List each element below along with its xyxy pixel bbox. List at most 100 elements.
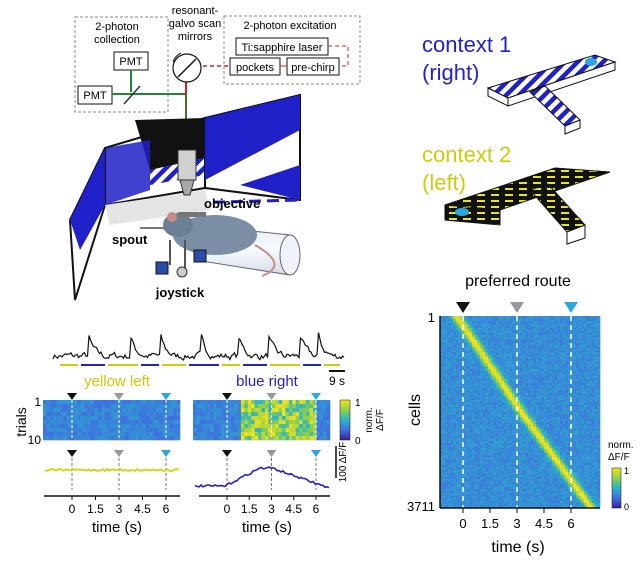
- population-cell: [565, 419, 569, 422]
- population-cell: [504, 354, 507, 358]
- population-cell: [549, 407, 553, 410]
- population-cell: [525, 373, 529, 377]
- population-cell: [541, 361, 545, 365]
- population-cell: [469, 455, 473, 458]
- population-cell: [464, 448, 467, 451]
- population-cell: [496, 397, 499, 401]
- heatmap-cell: [288, 424, 293, 429]
- heatmap-cell: [94, 424, 99, 429]
- population-cell: [474, 443, 478, 446]
- population-cell: [485, 464, 489, 468]
- population-cell: [458, 476, 462, 480]
- population-cell: [576, 467, 579, 470]
- population-cell: [549, 318, 553, 322]
- heatmap-cell: [251, 428, 255, 433]
- population-cell: [581, 388, 585, 391]
- population-cell: [538, 412, 542, 415]
- population-cell: [509, 340, 513, 343]
- population-cell: [450, 402, 454, 406]
- population-cell: [469, 424, 473, 427]
- population-cell: [544, 402, 547, 406]
- population-cell: [509, 426, 513, 430]
- population-cell: [568, 462, 571, 466]
- population-cell: [538, 325, 542, 329]
- heatmap-cell: [135, 428, 140, 433]
- population-cell: [485, 414, 489, 418]
- heatmap-cell: [254, 436, 259, 441]
- population-cell: [480, 380, 483, 384]
- population-cell: [528, 412, 531, 415]
- population-cell: [576, 433, 579, 437]
- population-cell: [578, 388, 582, 391]
- population-cell: [557, 347, 561, 350]
- population-cell: [554, 335, 558, 338]
- population-cell: [493, 390, 497, 394]
- population-cell: [573, 421, 577, 425]
- population-cell: [533, 337, 537, 341]
- population-cell: [522, 392, 526, 396]
- heatmap-cell: [326, 420, 331, 425]
- population-cell: [530, 385, 534, 389]
- population-cell: [490, 469, 494, 473]
- population-cell: [490, 344, 494, 348]
- population-cell: [496, 436, 499, 439]
- population-cell: [592, 428, 595, 432]
- population-cell: [557, 416, 561, 420]
- population-cell: [442, 366, 446, 370]
- population-cell: [576, 407, 579, 410]
- population-cell: [496, 325, 499, 329]
- population-cell: [538, 392, 542, 396]
- heatmap-cell: [138, 416, 143, 421]
- population-cell: [498, 335, 502, 338]
- heatmap-cell: [159, 400, 164, 405]
- population-cell: [586, 359, 590, 362]
- heatmap-cell: [63, 436, 68, 441]
- population-cell: [456, 428, 459, 432]
- population-cell: [522, 421, 526, 425]
- population-cell: [581, 376, 585, 379]
- population-cell: [450, 407, 454, 410]
- population-cell: [472, 400, 475, 403]
- population-cell: [445, 414, 449, 418]
- population-cell: [477, 455, 481, 458]
- population-cell: [469, 385, 473, 389]
- population-cell: [536, 467, 539, 470]
- population-cell: [474, 426, 478, 430]
- population-cell: [472, 349, 475, 353]
- population-cell: [514, 436, 518, 439]
- population-cell: [568, 397, 571, 401]
- population-cell: [477, 344, 481, 348]
- population-cell: [453, 407, 457, 410]
- population-cell: [586, 366, 590, 370]
- population-cell: [520, 376, 523, 379]
- population-cell: [570, 390, 574, 394]
- population-cell: [584, 448, 587, 451]
- population-cell: [594, 368, 598, 372]
- heatmap-cell: [166, 428, 171, 433]
- excitation-box: [223, 15, 361, 85]
- population-cell: [493, 376, 497, 379]
- population-cell: [536, 344, 539, 348]
- heatmap-cell: [199, 400, 204, 405]
- population-cell: [530, 469, 534, 473]
- population-cell: [509, 366, 513, 370]
- population-cell: [592, 388, 595, 391]
- population-cell: [576, 460, 579, 463]
- population-cell: [493, 316, 497, 319]
- population-cell: [498, 344, 502, 348]
- population-cell: [541, 436, 545, 439]
- population-cell: [453, 342, 457, 346]
- population-cell: [525, 352, 529, 355]
- population-cell: [578, 414, 582, 418]
- heatmap-cell: [216, 436, 221, 441]
- population-cell: [576, 328, 579, 331]
- heatmap-cell: [104, 400, 109, 405]
- population-cell: [581, 318, 585, 322]
- population-cell: [482, 436, 486, 439]
- population-cell: [530, 448, 534, 451]
- population-cell: [565, 361, 569, 365]
- population-cell: [442, 469, 446, 473]
- population-cell: [570, 414, 574, 418]
- population-cell: [442, 361, 446, 365]
- population-cell: [469, 426, 473, 430]
